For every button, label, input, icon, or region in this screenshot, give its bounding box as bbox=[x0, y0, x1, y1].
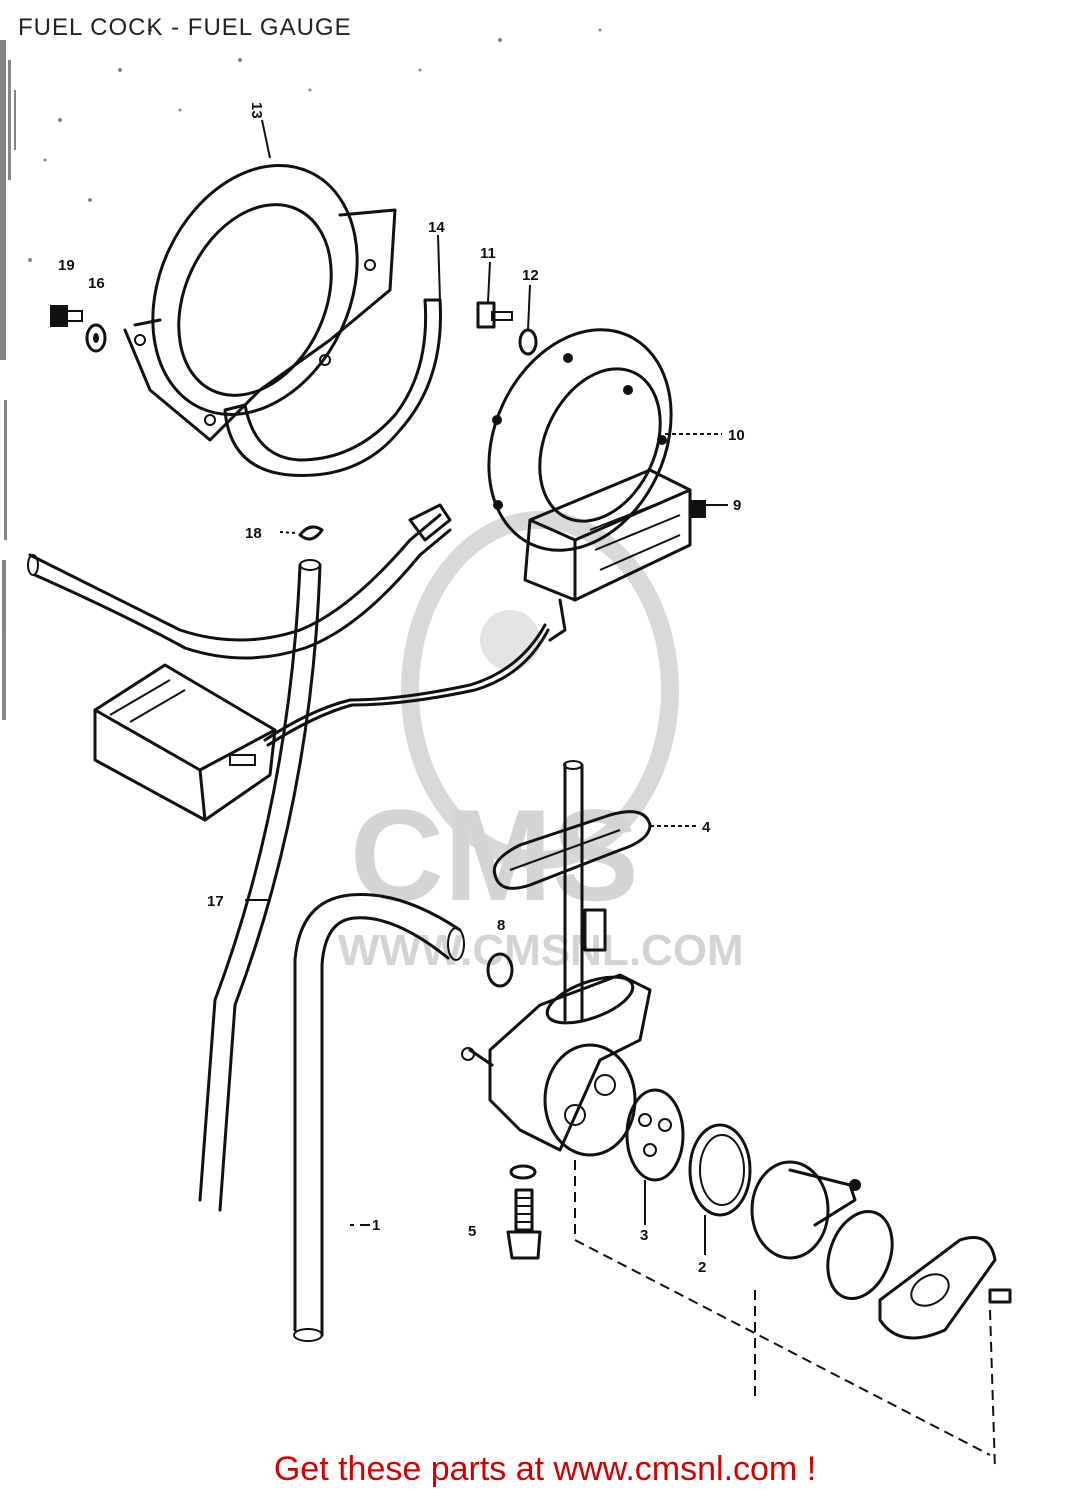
part-16-washer bbox=[85, 323, 107, 353]
callout-18: 18 bbox=[245, 525, 262, 542]
callout-14: 14 bbox=[428, 219, 445, 236]
lever-o-ring bbox=[826, 1209, 894, 1301]
callout-12: 12 bbox=[522, 267, 539, 284]
callout-17: 17 bbox=[207, 893, 224, 910]
gauge-wire bbox=[263, 623, 550, 747]
part-1-hose bbox=[293, 892, 465, 1342]
part-18-clip bbox=[279, 525, 324, 541]
callout-19: 19 bbox=[58, 257, 75, 274]
callout-4: 4 bbox=[702, 819, 711, 836]
footer-link-text[interactable]: Get these parts at www.cmsnl.com ! bbox=[273, 1450, 817, 1488]
breather-hose bbox=[27, 503, 452, 660]
fuel-cock-body bbox=[461, 973, 652, 1157]
part-9-screw bbox=[690, 500, 706, 518]
wire-connector-box bbox=[93, 663, 277, 822]
callout-13: 13 bbox=[248, 102, 265, 119]
callout-5: 5 bbox=[468, 1223, 476, 1240]
callout-2: 2 bbox=[698, 1259, 706, 1276]
callout-16: 16 bbox=[88, 275, 105, 292]
part-13-rubber-ring bbox=[123, 164, 397, 442]
part-19-bolt bbox=[50, 305, 83, 327]
callout-3: 3 bbox=[640, 1227, 648, 1244]
part-14-plate bbox=[223, 298, 442, 477]
callout-8: 8 bbox=[497, 917, 505, 934]
lever-plate bbox=[878, 1236, 997, 1340]
fuel-cock-lever bbox=[750, 1160, 861, 1260]
part-2-ring bbox=[688, 1123, 752, 1217]
part-10-fuel-gauge-unit bbox=[487, 328, 692, 642]
watermark-text: WWW.CMSNL.COM bbox=[338, 926, 744, 975]
lever-screw bbox=[988, 1288, 1012, 1304]
watermark: CMS WWW.CMSNL.COM bbox=[338, 511, 744, 975]
part-5-bolt bbox=[506, 1164, 542, 1260]
assembly-guide-lines bbox=[350, 1160, 996, 1471]
watermark-logo: CMS bbox=[350, 782, 639, 928]
callout-1: 1 bbox=[372, 1217, 380, 1234]
diagram-title: FUEL COCK - FUEL GAUGE bbox=[18, 14, 352, 41]
part-8-o-ring bbox=[486, 952, 514, 988]
part-12-washer bbox=[518, 328, 538, 356]
part-11-bolt bbox=[476, 301, 513, 329]
callout-11: 11 bbox=[480, 245, 496, 262]
fuel-cock-pipe bbox=[563, 760, 607, 1022]
part-17-hose bbox=[198, 559, 322, 1212]
callout-9: 9 bbox=[733, 497, 741, 514]
callouts: 13 14 19 16 11 12 10 9 18 4 17 8 1 5 3 2 bbox=[58, 102, 745, 1276]
callout-10: 10 bbox=[728, 427, 745, 444]
part-3-packing bbox=[625, 1088, 685, 1182]
scan-noise bbox=[0, 28, 602, 720]
leader-lines bbox=[245, 119, 728, 1255]
